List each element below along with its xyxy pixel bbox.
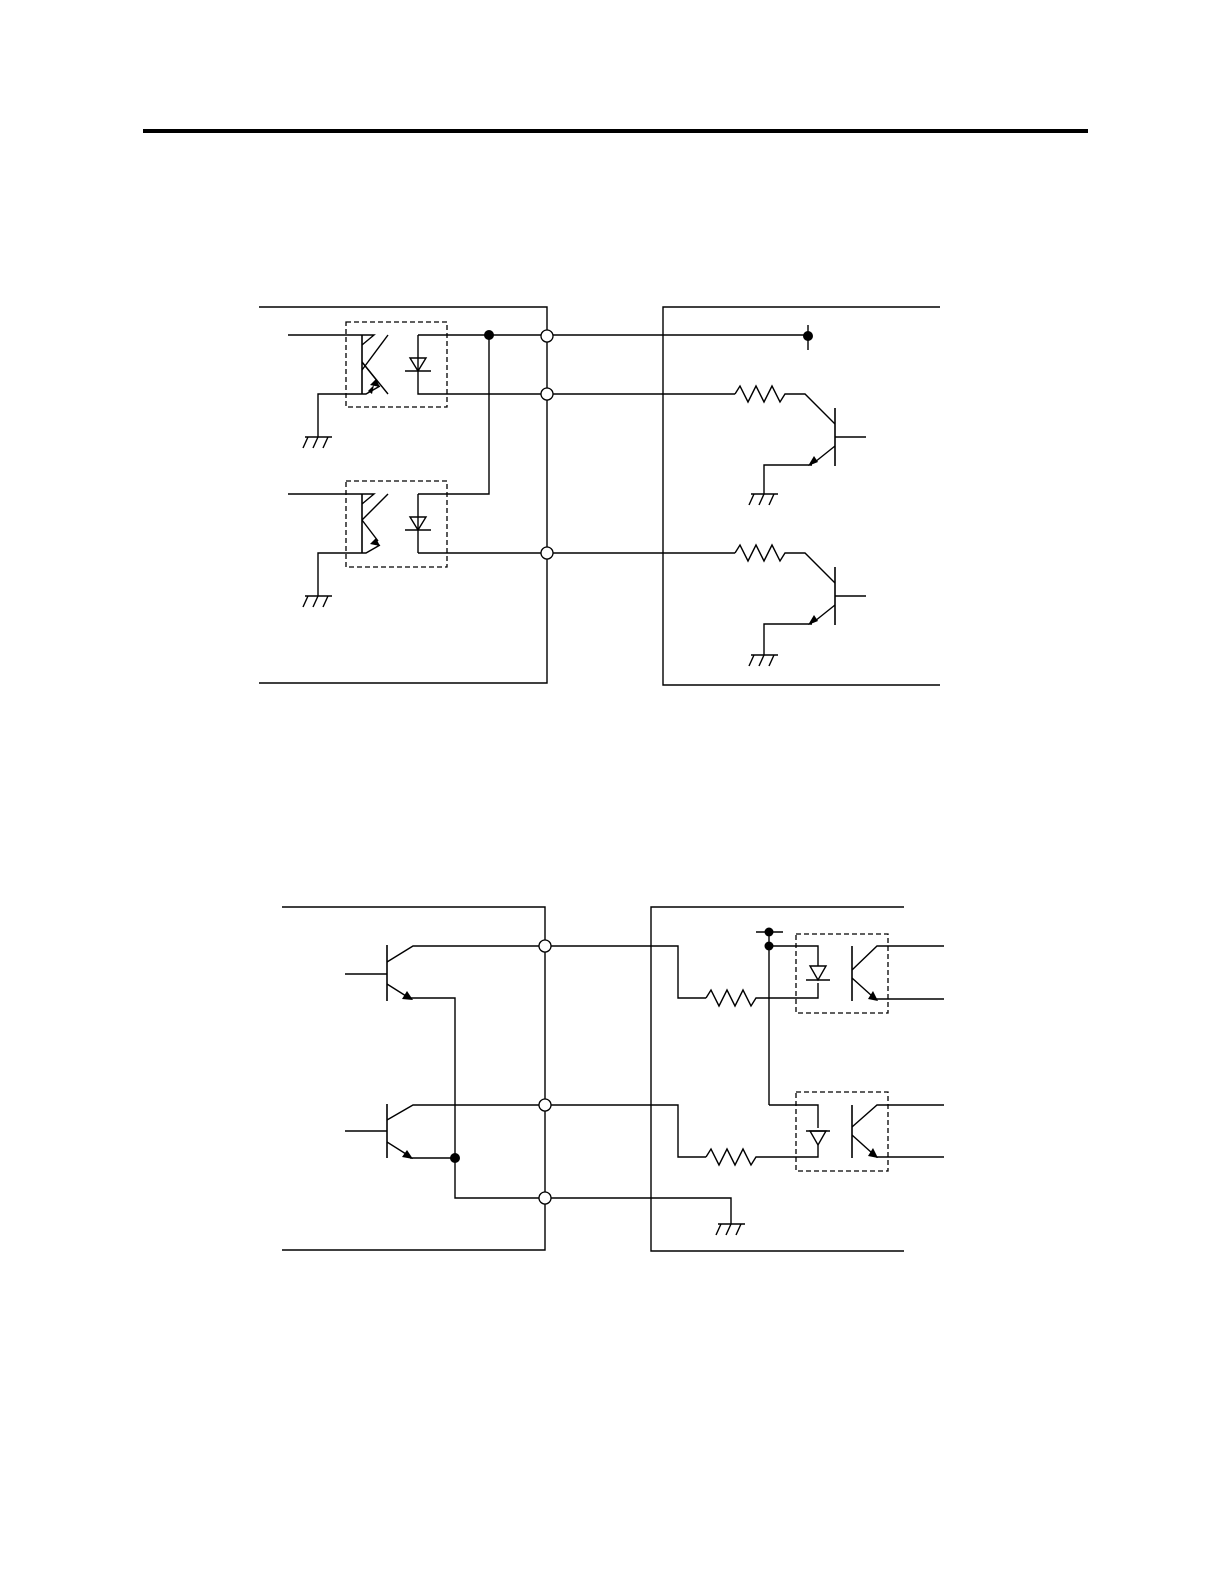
- npn-transistor-a: [345, 945, 545, 1198]
- photocoupler-1: [288, 322, 547, 437]
- terminal: [541, 388, 553, 400]
- left-unit-boundary: [259, 307, 547, 683]
- resistor-a: [706, 983, 818, 1006]
- photocoupler-b: [796, 1092, 944, 1171]
- ground-symbol: [716, 1224, 745, 1235]
- upper-circuit-diagram: [259, 307, 940, 685]
- npn-transistor-1: [764, 408, 866, 494]
- terminal: [539, 1192, 551, 1204]
- resistor-1: [735, 386, 835, 424]
- junction-dot: [765, 942, 774, 951]
- ground-symbol: [303, 596, 332, 607]
- ground-symbol: [749, 655, 778, 666]
- junction-dot: [765, 928, 774, 937]
- common-rail-branch: [418, 335, 489, 494]
- resistor-b: [706, 1145, 818, 1165]
- ground-symbol: [749, 494, 778, 505]
- terminal: [539, 940, 551, 952]
- photocoupler-2: [288, 481, 547, 596]
- npn-transistor-2: [764, 567, 866, 655]
- junction-dot: [450, 1153, 460, 1163]
- right-unit-boundary: [651, 907, 904, 1251]
- terminal: [541, 547, 553, 559]
- resistor-2: [735, 545, 835, 583]
- npn-transistor-b: [345, 1104, 545, 1159]
- ground-symbol: [303, 437, 332, 448]
- right-unit-boundary: [663, 307, 940, 685]
- junction-dot: [484, 330, 494, 340]
- junction-dot: [803, 331, 813, 341]
- terminal: [541, 330, 553, 342]
- lower-circuit-diagram: [282, 907, 944, 1251]
- terminal: [539, 1099, 551, 1111]
